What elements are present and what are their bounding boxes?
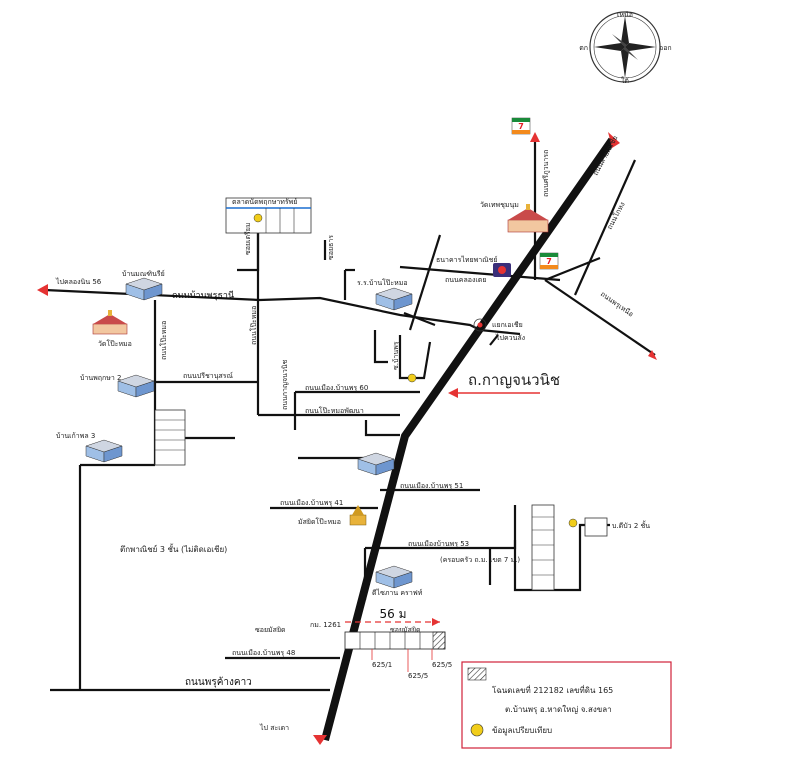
road-label-to-sadao: ไป สะเดา [259,723,289,732]
place-ban-kao-pol: บ้านเก้าพล 3 [56,432,95,440]
road-label-muang-phru-53: ถนนเมืองบ้านพรุ 53 [408,540,469,548]
place-bank: ธนาคารไทยพาณิชย์ [436,255,498,264]
road-label-saikao: ถนนศรีภูวนารถ [542,150,550,197]
legend-comparison: ข้อมูลเปรียบเทียบ [492,726,552,736]
place-soi-right: ซอยมัสยิด [390,626,421,634]
road-label-kanchanavanich: ถ.กาญจนวนิช [468,371,560,389]
road-label-phru-kang-khao: ถนนพรุค้างคาว [185,676,252,688]
compass-east-label: ออก [659,44,672,52]
direction-arrows [37,132,657,398]
road-label-left-soi-2: ซอยธาร [327,235,335,260]
temple-icons [92,204,549,526]
road-label-pho-1: ถนนโป๊ะหมอ [159,321,168,360]
place-ti-building: ตึกพาณิชย์ 3 ชั้น (ไม่ติดเอเชีย) [120,543,227,554]
road-label-phet: ถนนกาญจนวนิช [281,359,289,410]
road-label-pho-pattana: ถนนโป๊ะหมอพัฒนา [305,406,364,415]
place-soi-left: ซอยมัสยิด [255,626,286,634]
place-plot-num: กม. 1261 [310,621,341,629]
road-label-asia-highway: ถนนสายเอเชีย [592,134,620,177]
place-school: ร.ร.บ้านโป๊ะหมอ [357,278,408,287]
place-ban-phruksa: บ้านพฤกษา 2 [80,374,121,382]
road-label-ban-phru-small: ซ.บ้านพรุ [392,341,400,370]
place-pho-mo-int: แยกเอเชีย [492,321,523,329]
road-label-ban-phru-60: ถนนเมือง.บ้านพรุ 60 [305,384,368,392]
compass-north-label: เหนือ [617,11,633,19]
place-wat-thep: วัดเทพชุมนุม [480,201,519,209]
place-wat-pho-mo: วัดโป๊ะหมอ [98,339,132,348]
distance-marker: 56 ม [345,607,440,626]
minor-roads [44,138,656,692]
road-label-muang-phru-48: ถนนเมือง.บ้านพรุ 48 [232,649,295,657]
place-plot-a: 625/1 [372,661,392,669]
legend: โฉนดเลขที่ 212182 เลขที่ดิน 165 ต.บ้านพร… [461,661,672,749]
seven-eleven-label-top: 7 [518,122,524,131]
distance-label: 56 ม [380,607,407,621]
road-label-to-klong-nin: ไปคลองนิน 56 [55,277,102,286]
road-label-muang-phru-41: ถนนเมือง.บ้านพรุ 41 [280,499,343,507]
road-label-phru-nuea: ถนนพรุเหนือ [599,290,635,318]
buildings [154,197,608,591]
compass-south-label: ใต้ [621,76,629,85]
legend-title-deed: โฉนดเลขที่ 212182 เลขที่ดิน 165 [492,684,613,695]
place-plot-c: 625/5 [432,661,452,669]
legend-location: ต.บ้านพรุ อ.หาดใหญ่ จ.สงขลา [505,705,612,714]
house-icons [85,277,413,589]
road-label-khlong-toey: ถนนคลองเตย [445,276,486,284]
road-label-muang-phru-51: ถนนเมือง.บ้านพรุ 51 [400,482,463,490]
place-tixi-grand: ดีไซภาน คราฟท์ [372,588,423,597]
compass-west-label: ตก [579,44,588,52]
place-labels: บ้านมณฑินรีย์ วัดโป๊ะหมอ บ้านพฤกษา 2 บ้า… [56,198,650,680]
subject-plot [344,631,446,672]
road-label-ban-phru-thani: ถนนบ้านพรุธานี [172,290,234,301]
road-label-left-soi-1: ซอยเตรียม [244,223,252,255]
road-label-soi-u: ถนนปรีชานุสรณ์ [183,372,234,380]
compass-rose: เหนือ ใต้ ออก ตก [579,11,671,85]
place-plot-b: 625/5 [408,672,428,680]
place-market: ตลาดนัดพฤกษาทรัพย์ [232,198,297,206]
place-ban-mae-rin: บ้านมณฑินรีย์ [122,270,165,278]
place-right-house: บ.ดีบัว 2 ชั้น [612,519,650,530]
road-label-pho-2: ถนนโป๊ะหมอ [249,306,258,345]
seven-eleven-label-mid: 7 [546,257,552,266]
place-mosque: มัสยิดโป๊ะหมอ [298,517,341,526]
seven-eleven-icon: 7 7 [511,117,559,270]
main-road-kanchanavanich [321,137,616,742]
poi-markers [253,213,578,528]
road-label-kho-hong: ไปควนลัง [495,333,525,342]
road-label-muang-phru-53-sub: (ครอบครัว ถ.ม. เขต 7 ม.) [440,556,520,564]
